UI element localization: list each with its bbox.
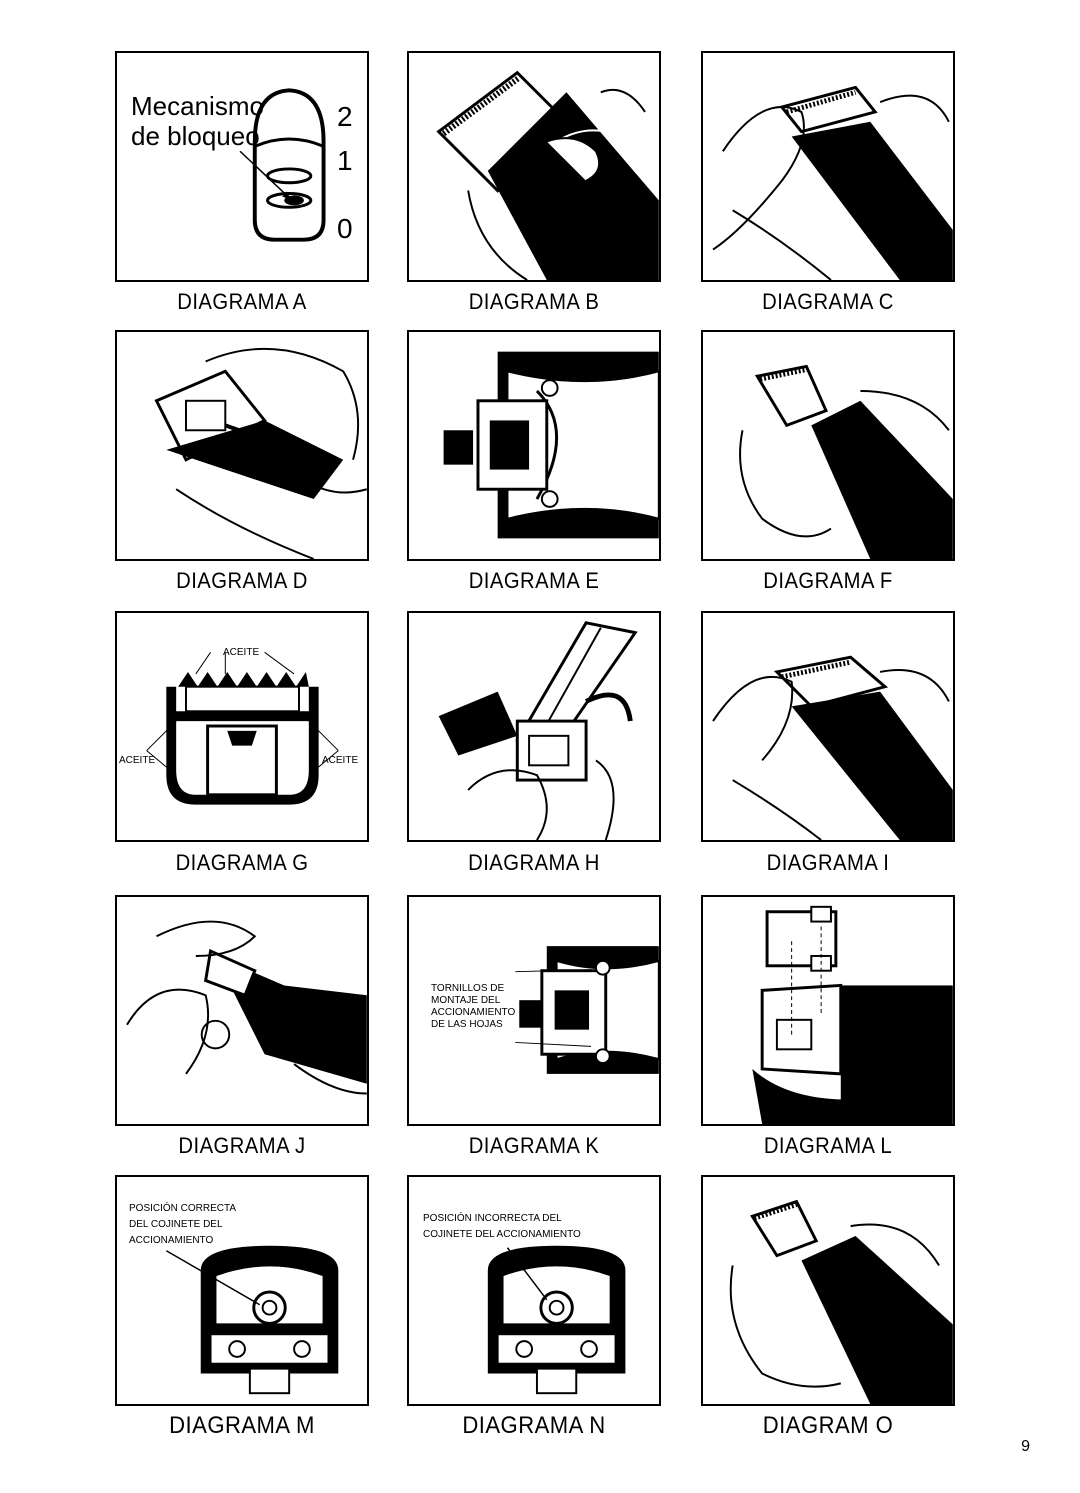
caption-diagram-k: DIAGRAMA K <box>468 1133 600 1158</box>
oil-label-left: ACEITE <box>119 755 156 766</box>
oiling-blade-illustration <box>438 621 638 840</box>
diagram-f-panel <box>701 330 955 561</box>
caption-diagram-f: DIAGRAMA F <box>763 568 893 593</box>
caption-diagram-m: DIAGRAMA M <box>169 1412 315 1439</box>
diagram-j-panel <box>115 895 369 1126</box>
diagram-b-panel <box>407 51 661 282</box>
diagram-c-panel <box>701 51 955 282</box>
mounting-screws-illustration <box>515 946 659 1074</box>
diagram-h-panel <box>407 611 661 842</box>
screws-label-line4: DE LAS HOJAS <box>431 1019 503 1030</box>
hands-clipper-illustration <box>712 85 953 280</box>
caption-diagram-d: DIAGRAMA D <box>176 568 308 593</box>
incorrect-bearing-illustration <box>487 1245 626 1395</box>
hand-blade-illustration <box>739 364 953 559</box>
clipper-interior-illustration <box>443 351 659 539</box>
caption-diagram-h: DIAGRAMA H <box>468 850 600 875</box>
caption-diagram-g: DIAGRAMA G <box>175 850 309 875</box>
caption-diagram-c: DIAGRAMA C <box>762 289 894 314</box>
hands-blade-install-illustration <box>712 655 953 840</box>
exploded-assembly-illustration <box>752 905 953 1124</box>
screws-label-line3: ACCIONAMIENTO <box>431 1007 516 1018</box>
cleaning-blade-illustration <box>154 347 367 559</box>
incorrect-label-line2: COJINETE DEL ACCIONAMIENTO <box>423 1229 581 1240</box>
screws-label-line1: TORNILLOS DE <box>431 983 505 994</box>
clipper-blade-illustration <box>436 70 659 280</box>
diagram-i-panel <box>701 611 955 842</box>
hand-clipper-final-illustration <box>729 1199 953 1404</box>
lock-mechanism-illustration <box>239 88 326 242</box>
diagram-a-panel: Mecanismo de bloqueo 2 1 0 <box>115 51 369 282</box>
diagram-g-panel: ACEITE ACEITE ACEITE <box>115 611 369 842</box>
screws-label-line2: MONTAJE DEL <box>431 995 501 1006</box>
lock-position-1: 1 <box>337 145 353 176</box>
correct-label-line1: POSICIÓN CORRECTA <box>129 1203 237 1214</box>
correct-bearing-illustration <box>165 1245 339 1395</box>
correct-label-line2: DEL COJINETE DEL <box>129 1219 223 1230</box>
caption-diagram-o: DIAGRAM O <box>762 1412 894 1439</box>
diagram-m-panel: POSICIÓN CORRECTA DEL COJINETE DEL ACCIO… <box>115 1175 369 1406</box>
diagram-k-panel: TORNILLOS DE MONTAJE DEL ACCIONAMIENTO D… <box>407 895 661 1126</box>
caption-diagram-e: DIAGRAMA E <box>468 568 600 593</box>
diagram-d-panel <box>115 330 369 561</box>
correct-label-line3: ACCIONAMIENTO <box>129 1235 214 1246</box>
hand-blade-adjust-illustration <box>126 920 367 1095</box>
lock-label-line2: de bloqueo <box>131 121 260 151</box>
diagram-e-panel <box>407 330 661 561</box>
diagram-n-panel: POSICIÓN INCORRECTA DEL COJINETE DEL ACC… <box>407 1175 661 1406</box>
lock-label-line1: Mecanismo <box>131 91 264 121</box>
page-number: 9 <box>1021 1438 1030 1455</box>
caption-diagram-l: DIAGRAMA L <box>763 1133 893 1158</box>
caption-diagram-i: DIAGRAMA I <box>766 850 890 875</box>
lock-position-2: 2 <box>337 101 353 132</box>
diagram-o-panel <box>701 1175 955 1406</box>
caption-diagram-b: DIAGRAMA B <box>468 289 600 314</box>
blade-oil-illustration <box>146 651 339 805</box>
incorrect-label-line1: POSICIÓN INCORRECTA DEL <box>423 1213 562 1224</box>
lock-position-0: 0 <box>337 213 353 244</box>
oil-label-top: ACEITE <box>223 647 260 658</box>
diagram-l-panel <box>701 895 955 1126</box>
caption-diagram-a: DIAGRAMA A <box>177 289 307 314</box>
caption-diagram-j: DIAGRAMA J <box>178 1133 306 1158</box>
oil-label-right: ACEITE <box>322 755 359 766</box>
caption-diagram-n: DIAGRAMA N <box>462 1412 606 1439</box>
